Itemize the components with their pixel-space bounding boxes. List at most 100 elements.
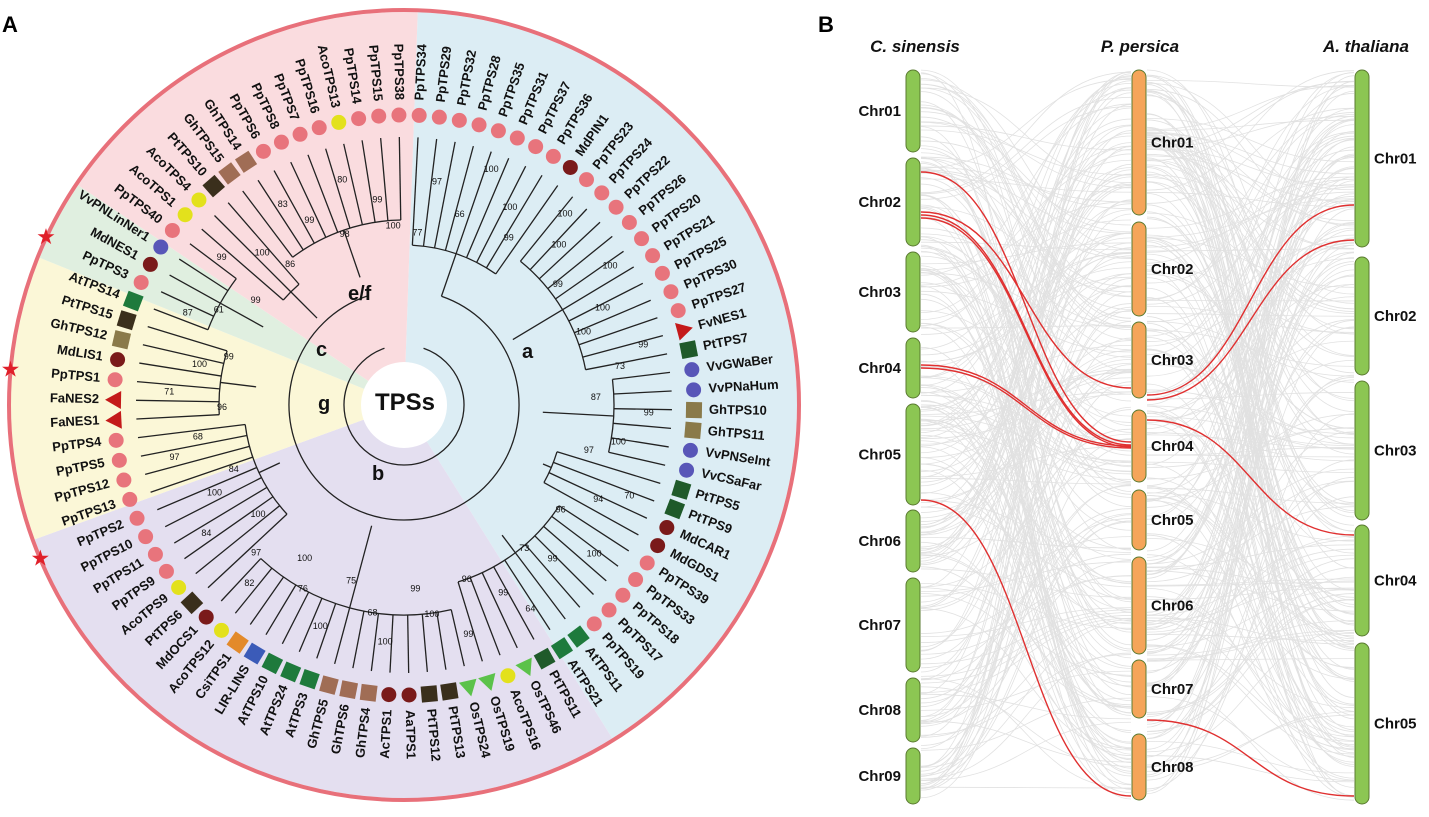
bootstrap-value: 84 — [229, 464, 239, 474]
bootstrap-value: 100 — [551, 239, 566, 249]
at-chromosome-label: Chr04 — [1374, 573, 1417, 590]
leaf-marker — [351, 111, 367, 127]
cs-chromosome-bar — [905, 677, 921, 743]
at-chromosome-label: Chr05 — [1374, 716, 1417, 733]
at-chromosome-bar — [1354, 69, 1370, 248]
leaf-label: GhTPS4 — [352, 706, 373, 759]
leaf-marker — [684, 421, 702, 439]
cs-chromosome-label: Chr09 — [858, 768, 901, 785]
leaf-marker — [202, 174, 226, 198]
leaf-marker — [579, 172, 595, 188]
bootstrap-value: 82 — [244, 578, 254, 588]
leaf-marker — [562, 159, 578, 175]
bootstrap-value: 99 — [504, 233, 514, 243]
cs-chromosome-label: Chr07 — [858, 617, 901, 634]
bootstrap-value: 99 — [251, 295, 261, 305]
star-icon: ★ — [31, 546, 51, 571]
leaf-marker — [670, 303, 686, 319]
leaf-label: PpTPS4 — [51, 434, 102, 455]
pp-chromosome-bar — [1131, 659, 1147, 719]
leaf-marker — [158, 563, 174, 579]
synteny-links-highlight — [920, 171, 1355, 797]
leaf-marker — [198, 609, 214, 625]
bootstrap-value: 80 — [337, 174, 347, 184]
leaf-marker — [177, 207, 193, 223]
bootstrap-value: 99 — [224, 352, 234, 362]
leaf-marker — [586, 616, 602, 632]
leaf-marker — [129, 510, 145, 526]
leaf-label: GhTPS10 — [709, 402, 767, 418]
leaf-label: PpTPS34 — [411, 43, 429, 101]
leaf-marker — [319, 675, 339, 695]
clade-label-c: c — [316, 339, 327, 361]
leaf-marker — [411, 107, 427, 123]
bootstrap-value: 94 — [593, 494, 603, 504]
bootstrap-value: 71 — [164, 387, 174, 397]
leaf-marker — [431, 109, 447, 125]
cs-chromosome-label: Chr01 — [858, 103, 901, 120]
pp-chromosome-label: Chr05 — [1151, 512, 1194, 529]
leaf-marker — [615, 587, 631, 603]
leaf-marker — [213, 622, 229, 638]
tree-branches — [136, 137, 672, 673]
cs-chromosome-bar — [905, 251, 921, 333]
leaf-marker — [164, 222, 180, 238]
leaf-marker — [663, 284, 679, 300]
pp-chromosome-bar — [1131, 321, 1147, 399]
leaf-marker — [171, 580, 187, 596]
bootstrap-value: 100 — [424, 609, 439, 619]
leaf-label: AcTPS1 — [377, 709, 395, 759]
leaf-label: PpTPS15 — [366, 44, 386, 101]
leaf-marker — [679, 340, 699, 360]
leaf-marker — [684, 362, 700, 378]
clade-sector-g — [11, 257, 405, 540]
leaf-marker — [686, 382, 702, 398]
pp-chromosome-bar — [1131, 409, 1147, 483]
bootstrap-value: 97 — [432, 176, 442, 186]
leaf-marker — [218, 162, 241, 185]
bootstrap-value: 100 — [378, 636, 393, 646]
clade-label-g: g — [318, 393, 330, 415]
cs-chromosome-bar — [905, 509, 921, 573]
panel-label-b: B — [818, 12, 834, 37]
leaf-marker — [659, 520, 675, 536]
bootstrap-value: 73 — [519, 543, 529, 553]
leaf-marker — [679, 462, 695, 478]
leaf-marker — [471, 117, 487, 133]
pp-chromosome-bar — [1131, 556, 1147, 655]
clade-sector-ef — [78, 12, 418, 406]
leaf-marker — [339, 680, 359, 700]
bootstrap-value: 75 — [346, 575, 356, 585]
panel-label-a: A — [2, 12, 18, 37]
leaf-label: AaTPS1 — [403, 710, 419, 759]
clade-label-ef: e/f — [348, 283, 372, 305]
leaf-marker — [533, 647, 556, 670]
bootstrap-value: 96 — [217, 402, 227, 412]
bootstrap-value: 87 — [591, 392, 601, 402]
bootstrap-value: 84 — [201, 528, 211, 538]
leaf-marker — [528, 139, 544, 155]
leaf-marker — [440, 682, 459, 701]
bootstrap-value: 100 — [313, 621, 328, 631]
cs-chromosome-bar — [905, 577, 921, 673]
leaf-label: PtTPS12 — [424, 708, 444, 762]
center-hole — [361, 362, 447, 448]
leaf-marker — [273, 134, 289, 150]
bootstrap-value: 96 — [462, 574, 472, 584]
leaf-marker — [116, 472, 132, 488]
leaf-label: FaNES1 — [50, 412, 100, 430]
bootstrap-value: 100 — [587, 548, 602, 558]
pp-chromosome-label: Chr02 — [1151, 261, 1194, 278]
at-chromosome-bar — [1354, 256, 1370, 376]
leaf-label: PpTPS1 — [51, 366, 101, 385]
leaf-marker — [664, 498, 686, 520]
leaf-marker — [478, 673, 496, 691]
leaf-label: PpTPS38 — [391, 44, 407, 101]
leaf-marker — [261, 652, 284, 675]
leaf-marker — [138, 529, 154, 545]
pp-chromosome-label: Chr06 — [1151, 598, 1194, 615]
bootstrap-value: 99 — [548, 554, 558, 564]
cs-chromosome-label: Chr04 — [858, 360, 901, 377]
bootstrap-value: 96 — [556, 505, 566, 515]
leaf-marker — [191, 192, 207, 208]
